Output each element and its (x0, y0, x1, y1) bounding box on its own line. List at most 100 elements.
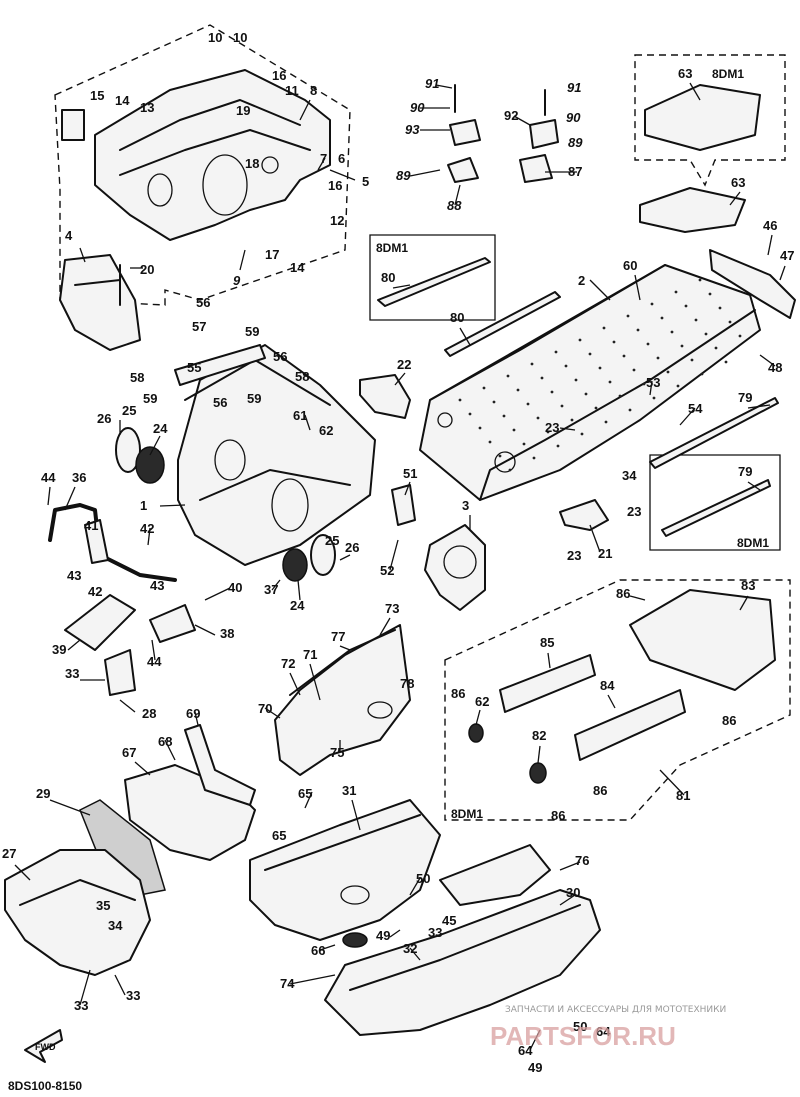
rivet-dot (632, 368, 636, 372)
rivet-dot (684, 304, 688, 308)
part-number-label: 34 (622, 468, 637, 483)
part-bracket-38 (149, 604, 196, 643)
rivet-dot (628, 408, 632, 412)
part-number-label: 37 (264, 582, 278, 597)
leader-line (151, 639, 156, 661)
leader-line (147, 527, 151, 546)
part-number-label: 31 (342, 783, 356, 798)
part-number-label: 52 (380, 563, 394, 578)
rivet-dot (492, 400, 496, 404)
part-number-label: 35 (96, 898, 110, 913)
leader-line (389, 539, 399, 571)
part-number-label: 93 (405, 122, 420, 137)
leader-line (634, 274, 641, 301)
rivet-dot (488, 440, 492, 444)
leader-line (513, 115, 531, 126)
leader-line (747, 404, 771, 409)
leader-line (537, 745, 541, 764)
part-number-label: 8 (310, 83, 317, 98)
rivet-dot (584, 392, 588, 396)
rivet-dot (506, 374, 510, 378)
part-number-label: 90 (566, 110, 581, 125)
part-number-label: 63 (678, 66, 692, 81)
part-lower-left-27 (4, 849, 151, 976)
part-strip-80 (444, 291, 561, 357)
part-number-label: 81 (676, 788, 690, 803)
part-number-label: 59 (143, 391, 157, 406)
rivet-dot (708, 292, 712, 296)
leader-line (607, 694, 616, 709)
part-strip-79 (649, 397, 779, 469)
leader-line (271, 579, 281, 591)
part-number-label: 18 (245, 156, 259, 171)
part-number-label: 25 (122, 403, 136, 418)
rivet-dot (690, 358, 694, 362)
part-group-81-plates (468, 589, 776, 784)
leader-line (319, 944, 336, 951)
part-strip-80-variant (377, 257, 491, 307)
rivet-dot (676, 384, 680, 388)
part-number-label: 92 (504, 108, 518, 123)
leader-line (49, 799, 91, 816)
part-number-label: 49 (376, 928, 390, 943)
leader-line (289, 672, 301, 696)
part-number-label: 57 (192, 319, 206, 334)
rivet-dot (530, 362, 534, 366)
rivet-dot (578, 338, 582, 342)
part-number-label: 71 (303, 647, 317, 662)
rivet-dot (636, 328, 640, 332)
rivet-dot (526, 402, 530, 406)
part-number-label: 75 (330, 745, 344, 760)
part-number-label: 50 (573, 1019, 587, 1034)
group-box-8dm1-cover (634, 54, 786, 187)
part-number-label: 26 (345, 540, 359, 555)
part-number-label: 82 (532, 728, 546, 743)
leader-line (79, 969, 91, 1006)
part-plate-25-24 (115, 427, 336, 582)
part-number-label: 69 (186, 706, 200, 721)
part-number-label: 55 (187, 360, 201, 375)
rivet-dot (700, 372, 704, 376)
leader-line (404, 481, 411, 496)
part-number-label: 32 (403, 941, 417, 956)
rivet-dot (608, 380, 612, 384)
part-number-label: 3 (462, 498, 469, 513)
rivet-dot (554, 350, 558, 354)
variant-label-strip-80: 8DM1 (376, 241, 408, 255)
part-number-label: 86 (551, 808, 565, 823)
part-number-label: 87 (568, 164, 582, 179)
rivet-dot (704, 332, 708, 336)
leader-line (589, 279, 611, 301)
part-brackets-87-93 (447, 84, 559, 183)
part-number-label: 76 (575, 853, 589, 868)
part-number-label: 22 (397, 357, 411, 372)
part-number-label: 7 (320, 151, 327, 166)
rivet-dot (522, 442, 526, 446)
fwd-arrow-icon: FWD (24, 1029, 63, 1063)
part-lower-right-30 (324, 844, 601, 1036)
leader-line (79, 247, 86, 263)
part-number-label: 33 (65, 666, 79, 681)
leader-line (297, 579, 301, 601)
group-box-81 (444, 579, 791, 821)
watermark-caption: ЗАПЧАСТИ И АКСЕССУАРЫ ДЛЯ МОТОТЕХНИКИ (505, 1005, 726, 1015)
document-code: 8DS100-8150 (8, 1079, 82, 1093)
part-number-label: 49 (528, 1060, 542, 1075)
leader-line (747, 481, 761, 491)
leader-line (392, 284, 411, 289)
leader-line (409, 169, 441, 177)
part-number-label: 26 (97, 411, 111, 426)
watermark-brand: PARTSFOR.RU (490, 1021, 676, 1051)
leader-line (304, 791, 313, 809)
rivet-dot (478, 426, 482, 430)
leader-line (329, 169, 356, 181)
part-number-label: 39 (52, 642, 66, 657)
part-number-label: 56 (196, 295, 210, 310)
part-number-label: 9 (233, 273, 241, 288)
rivet-dot (570, 418, 574, 422)
leader-line (409, 877, 421, 896)
part-number-label: 21 (598, 546, 612, 561)
leader-line (134, 761, 151, 776)
leader-line (559, 894, 576, 906)
part-number-label: 36 (72, 470, 86, 485)
